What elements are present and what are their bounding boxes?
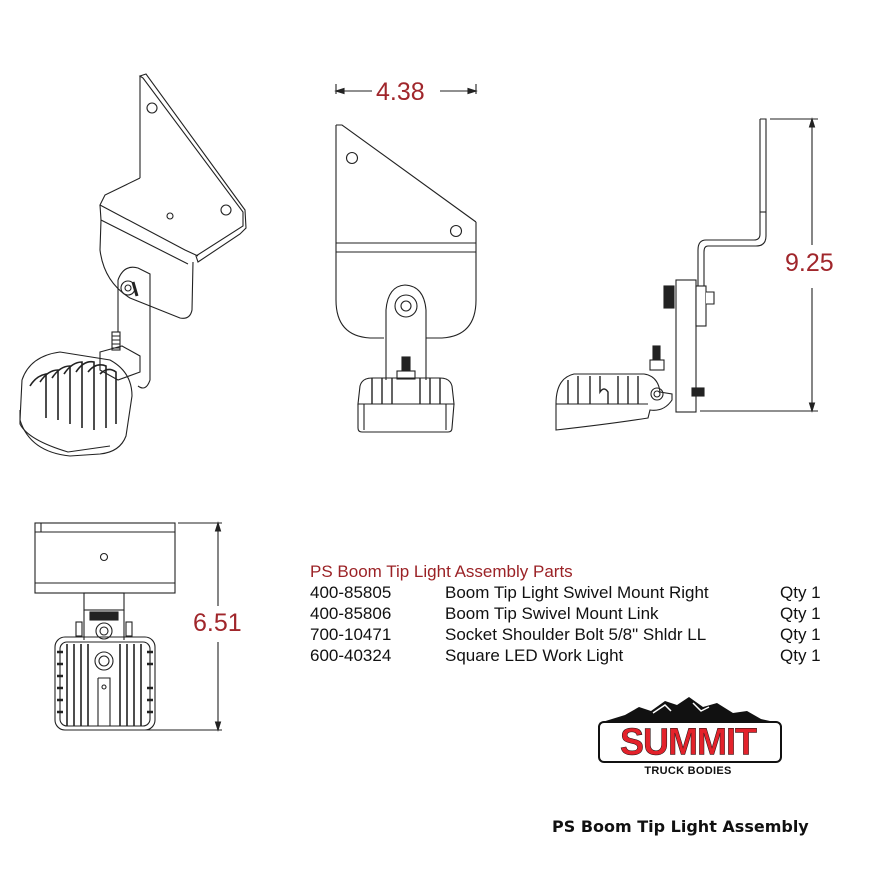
logo-subtitle: TRUCK BODIES: [644, 765, 732, 777]
part-description: Socket Shoulder Bolt 5/8" Shldr LL: [445, 625, 707, 644]
part-description: Boom Tip Light Swivel Mount Right: [445, 583, 709, 602]
part-description: Square LED Work Light: [445, 646, 624, 665]
side-view: [555, 117, 818, 431]
part-qty: Qty 1: [780, 646, 821, 665]
dimension-width-label: 4.38: [374, 78, 427, 106]
assembly-title: PS Boom Tip Light Assembly: [552, 817, 809, 836]
dimension-height-label: 9.25: [783, 249, 836, 277]
part-qty: Qty 1: [780, 625, 821, 644]
parts-list-title: PS Boom Tip Light Assembly Parts: [310, 562, 573, 581]
part-number: 400-85806: [310, 604, 392, 623]
top-view: [34, 521, 222, 732]
logo-frame: [598, 721, 782, 763]
mountain-icon: [599, 697, 779, 723]
part-qty: Qty 1: [780, 583, 821, 602]
part-number: 700-10471: [310, 625, 392, 644]
part-qty: Qty 1: [780, 604, 821, 623]
front-view: [334, 84, 478, 433]
part-number: 600-40324: [310, 646, 392, 665]
part-description: Boom Tip Swivel Mount Link: [445, 604, 659, 623]
part-number: 400-85805: [310, 583, 392, 602]
summit-logo: SUMMIT TRUCK BODIES: [595, 693, 785, 783]
logo-wordmark: SUMMIT: [620, 719, 757, 764]
isometric-view: [19, 73, 247, 457]
dimension-depth-label: 6.51: [191, 609, 244, 637]
